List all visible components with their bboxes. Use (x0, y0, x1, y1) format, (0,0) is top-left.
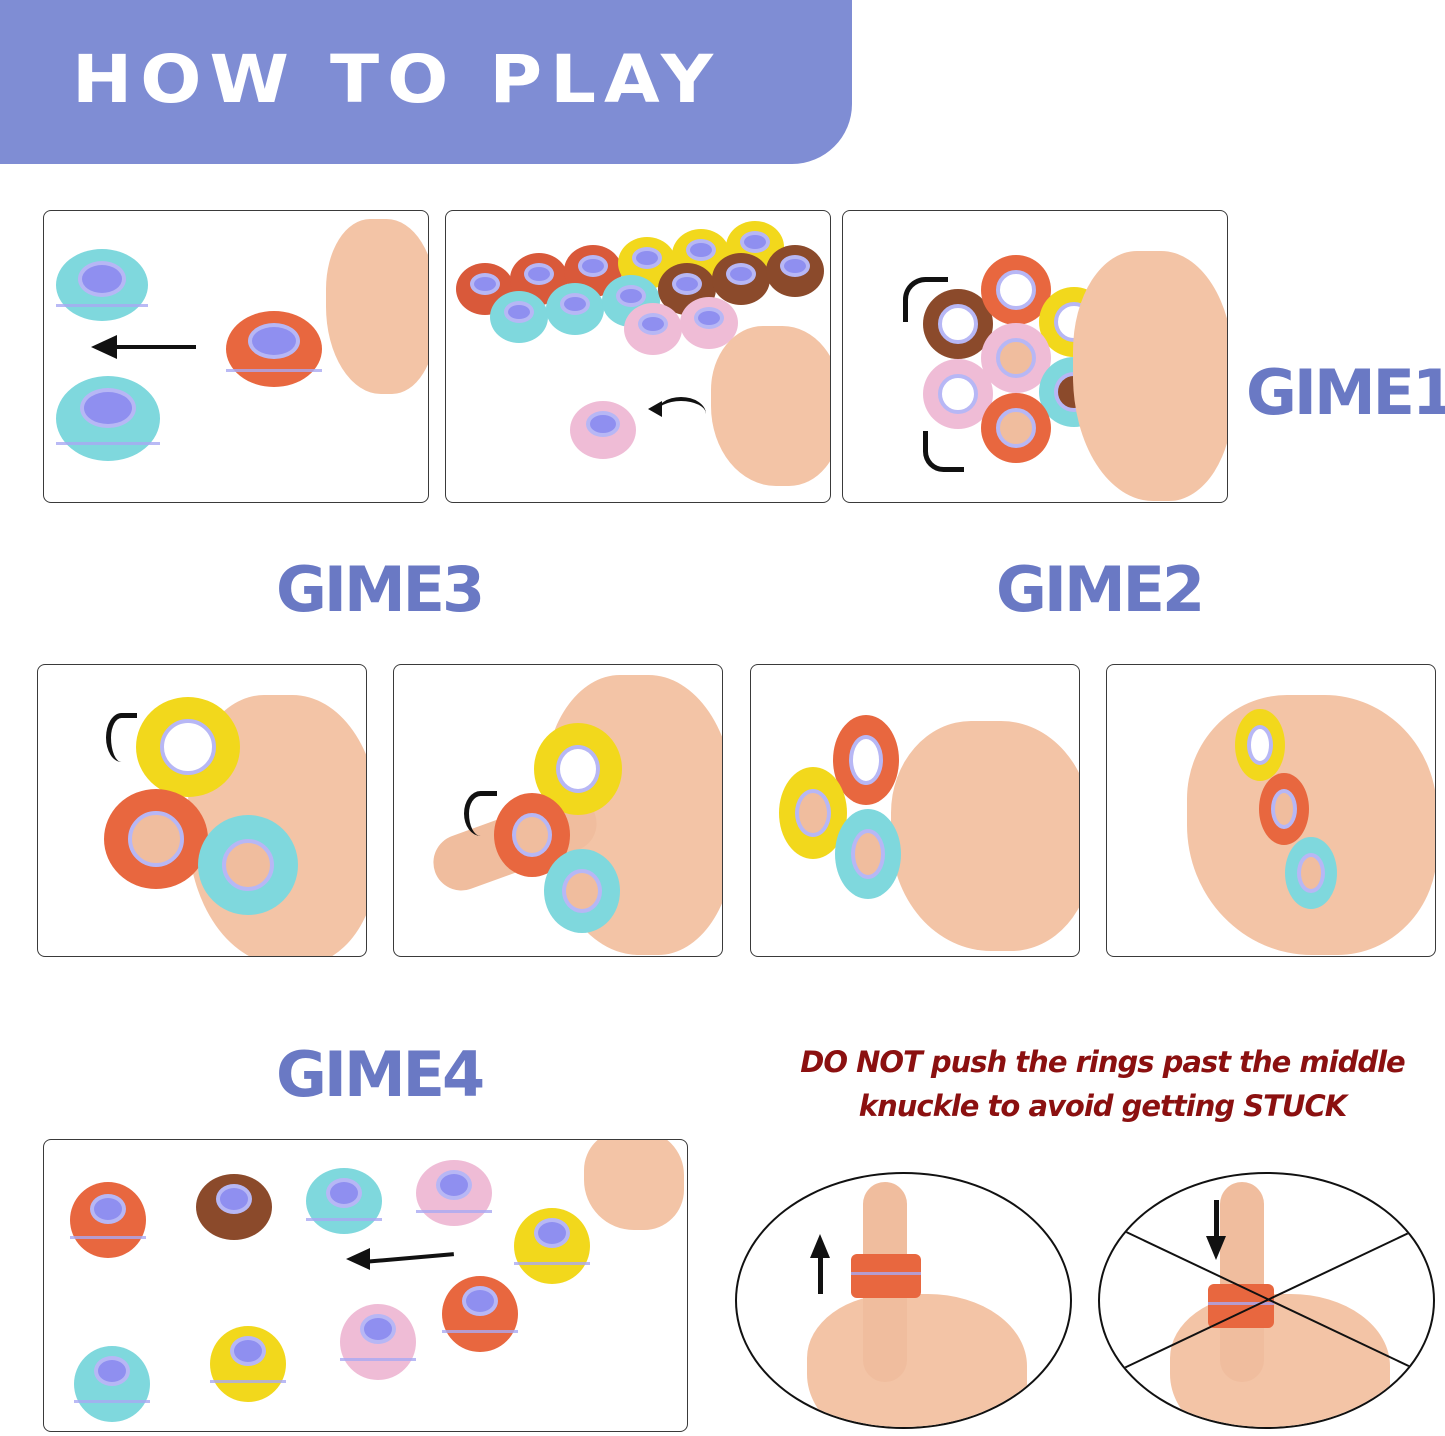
ring-teal (56, 376, 160, 461)
ring-teal (546, 283, 604, 335)
ring-yellow (534, 723, 622, 815)
warning-text: DO NOT push the rings past the middle kn… (760, 1040, 1445, 1128)
ring-orange (456, 263, 514, 315)
arrow-down-icon (1214, 1200, 1219, 1240)
step-label-gime1: GIME1 (1246, 356, 1445, 429)
hand (584, 1140, 684, 1230)
ring-teal (1285, 837, 1337, 909)
step-label-gime3: GIME3 (276, 553, 485, 626)
ring-pink (570, 401, 636, 459)
panel-rings-slide-table (43, 1139, 688, 1432)
step-label-gime2: GIME2 (996, 553, 1205, 626)
arrow-down-head (1206, 1236, 1226, 1260)
panel-three-rings-fingers (750, 664, 1080, 957)
hand (891, 721, 1079, 951)
warning-line-2: knuckle to avoid getting STUCK (858, 1089, 1347, 1123)
ring-orange (70, 1182, 146, 1258)
ring-teal (198, 815, 298, 915)
panel-rings-sorted (445, 210, 831, 503)
correct-usage-circle (735, 1172, 1072, 1429)
step-label-gime4: GIME4 (276, 1038, 485, 1111)
how-to-play-banner: HOW TO PLAY (0, 0, 852, 164)
arrow-left-icon (104, 345, 196, 349)
rotate-arrow-icon (464, 791, 497, 836)
ring-orange (442, 1276, 518, 1352)
arrow-left-head (346, 1248, 370, 1270)
ring-teal (74, 1346, 150, 1422)
banner-title: HOW TO PLAY (72, 40, 721, 118)
ring-pink (340, 1304, 416, 1380)
arrow-left-head (91, 335, 117, 359)
ring-yellow (514, 1208, 590, 1284)
panel-rings-stacked (1106, 664, 1436, 957)
hand (807, 1294, 1027, 1427)
ring-teal (835, 809, 901, 899)
prohibited-cross-icon (1121, 1229, 1416, 1370)
arrow-up-head (810, 1234, 830, 1258)
hand (1187, 695, 1435, 955)
ring-orange (494, 793, 570, 877)
ring-orange (104, 789, 208, 889)
rotate-arrow-icon (923, 431, 964, 472)
ring-orange (1259, 773, 1309, 845)
hand (326, 219, 428, 394)
ring-orange (981, 393, 1051, 463)
ring-brown (766, 245, 824, 297)
ring-yellow (136, 697, 240, 797)
hand (711, 326, 830, 486)
ring-teal (56, 249, 148, 321)
panel-rings-on-table (43, 210, 429, 503)
hand (1073, 251, 1227, 501)
ring-pink (923, 359, 993, 429)
ring-pink (416, 1160, 492, 1226)
ring-orange (226, 311, 322, 387)
arrow-left-icon (363, 1252, 455, 1264)
rotate-arrow-icon (106, 713, 137, 762)
ring-yellow (1235, 709, 1285, 781)
ring-yellow (779, 767, 847, 859)
curved-arrow-icon (656, 397, 706, 431)
ring-orange (851, 1254, 921, 1298)
arrow-up-icon (818, 1254, 823, 1294)
hand (1170, 1294, 1390, 1427)
ring-orange (1208, 1284, 1274, 1328)
ring-teal (306, 1168, 382, 1234)
ring-teal (490, 291, 548, 343)
ring-pink (624, 303, 682, 355)
panel-rings-roll-down (393, 664, 723, 957)
finger (1220, 1182, 1264, 1382)
panel-yellow-ring-rotate (37, 664, 367, 957)
ring-pink (981, 323, 1051, 393)
panel-spin-rings (842, 210, 1228, 503)
ring-brown (712, 253, 770, 305)
ring-orange (833, 715, 899, 805)
incorrect-usage-circle (1098, 1172, 1435, 1429)
rotate-arrow-icon (903, 277, 948, 322)
ring-teal (544, 849, 620, 933)
curved-arrow-head (648, 401, 662, 417)
ring-yellow (210, 1326, 286, 1402)
warning-line-1: DO NOT push the rings past the middle (800, 1045, 1405, 1079)
ring-brown (196, 1174, 272, 1240)
